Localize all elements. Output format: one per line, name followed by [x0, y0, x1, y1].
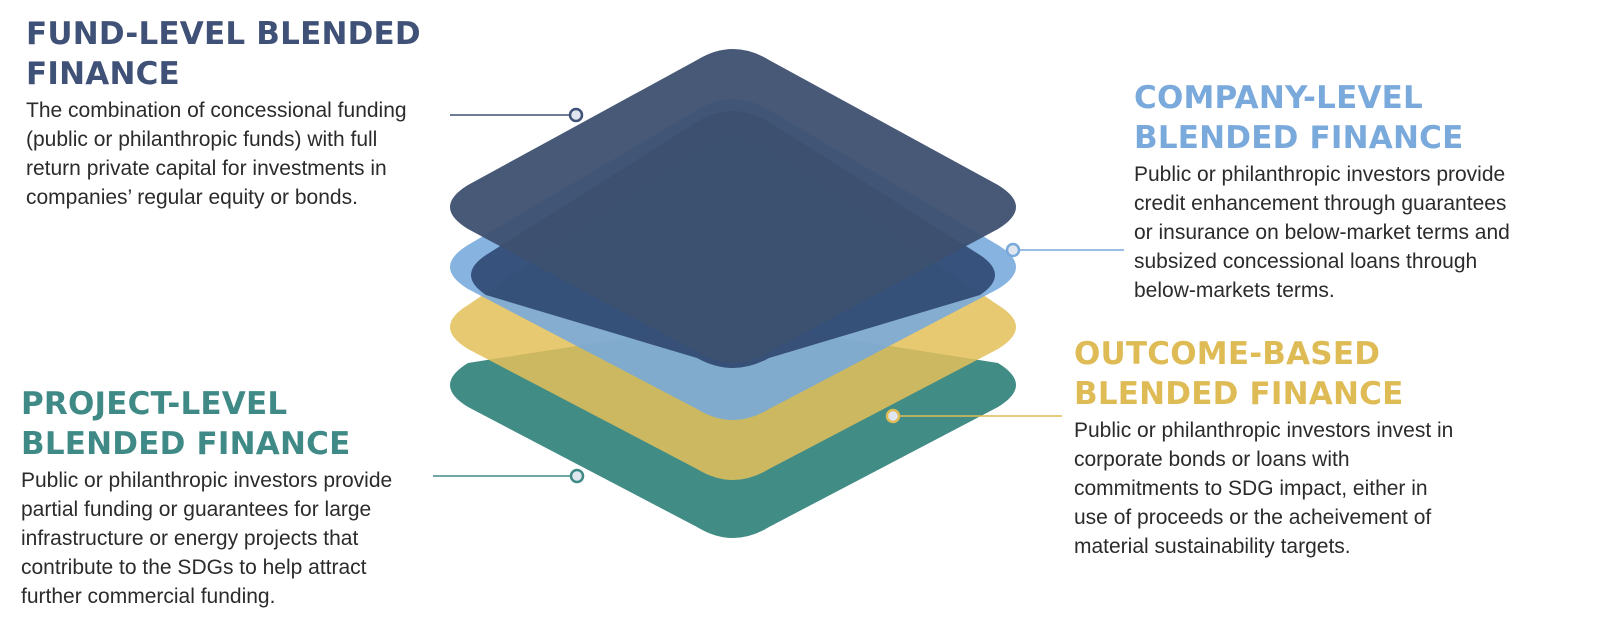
project-title-line1: PROJECT-LEVEL: [21, 386, 288, 422]
project-level-block: PROJECT-LEVEL BLENDED FINANCE Public or …: [21, 384, 441, 611]
fund-desc-line2: (public or philanthropic funds) with ful…: [26, 128, 378, 151]
project-level-description: Public or philanthropic investors provid…: [21, 466, 441, 611]
project-title-line2: BLENDED FINANCE: [21, 426, 351, 462]
company-level-description: Public or philanthropic investors provid…: [1134, 160, 1589, 305]
fund-level-layer: [450, 49, 1016, 363]
company-title-line2: BLENDED FINANCE: [1134, 120, 1464, 156]
outcome-desc-line5: material sustainability targets.: [1074, 535, 1351, 558]
company-title-line1: COMPANY-LEVEL: [1134, 80, 1423, 116]
outcome-desc-line2: corporate bonds or loans with: [1074, 448, 1350, 471]
project-level-heading: PROJECT-LEVEL BLENDED FINANCE: [21, 384, 441, 464]
outcome-desc-line4: use of proceeds or the acheivement of: [1074, 506, 1432, 529]
outcome-desc-line1: Public or philanthropic investors invest…: [1074, 419, 1454, 442]
fund-desc-line4: companies’ regular equity or bonds.: [26, 186, 358, 209]
project-desc-line4: contribute to the SDGs to help attract: [21, 556, 367, 579]
company-level-block: COMPANY-LEVEL BLENDED FINANCE Public or …: [1134, 78, 1589, 305]
outcome-title-line1: OUTCOME-BASED: [1074, 336, 1381, 372]
fund-level-heading: FUND-LEVEL BLENDED FINANCE: [26, 14, 456, 94]
project-connector-dot: [569, 468, 585, 484]
outcome-based-description: Public or philanthropic investors invest…: [1074, 416, 1514, 561]
project-desc-line1: Public or philanthropic investors provid…: [21, 469, 393, 492]
company-connector-dot: [1005, 242, 1021, 258]
outcome-based-heading: OUTCOME-BASED BLENDED FINANCE: [1074, 334, 1514, 414]
company-desc-line5: below-markets terms.: [1134, 279, 1335, 302]
fund-title-line1: FUND-LEVEL BLENDED: [26, 16, 421, 52]
fund-desc-line3: return private capital for investments i…: [26, 157, 387, 180]
fund-desc-line1: The combination of concessional funding: [26, 99, 407, 122]
fund-connector-dot: [568, 107, 584, 123]
company-desc-line2: credit enhancement through guarantees: [1134, 192, 1507, 215]
fund-level-block: FUND-LEVEL BLENDED FINANCE The combinati…: [26, 14, 456, 212]
fund-title-line2: FINANCE: [26, 56, 180, 92]
fund-level-description: The combination of concessional funding …: [26, 96, 456, 212]
project-desc-line3: infrastructure or energy projects that: [21, 527, 359, 550]
project-desc-line2: partial funding or guarantees for large: [21, 498, 372, 521]
outcome-title-line2: BLENDED FINANCE: [1074, 376, 1404, 412]
outcome-based-block: OUTCOME-BASED BLENDED FINANCE Public or …: [1074, 334, 1514, 561]
company-desc-line4: subsized concessional loans through: [1134, 250, 1478, 273]
outcome-connector-dot: [885, 408, 901, 424]
company-desc-line1: Public or philanthropic investors provid…: [1134, 163, 1506, 186]
company-desc-line3: or insurance on below-market terms and: [1134, 221, 1510, 244]
company-level-heading: COMPANY-LEVEL BLENDED FINANCE: [1134, 78, 1589, 158]
outcome-desc-line3: commitments to SDG impact, either in: [1074, 477, 1428, 500]
project-desc-line5: further commercial funding.: [21, 585, 276, 608]
